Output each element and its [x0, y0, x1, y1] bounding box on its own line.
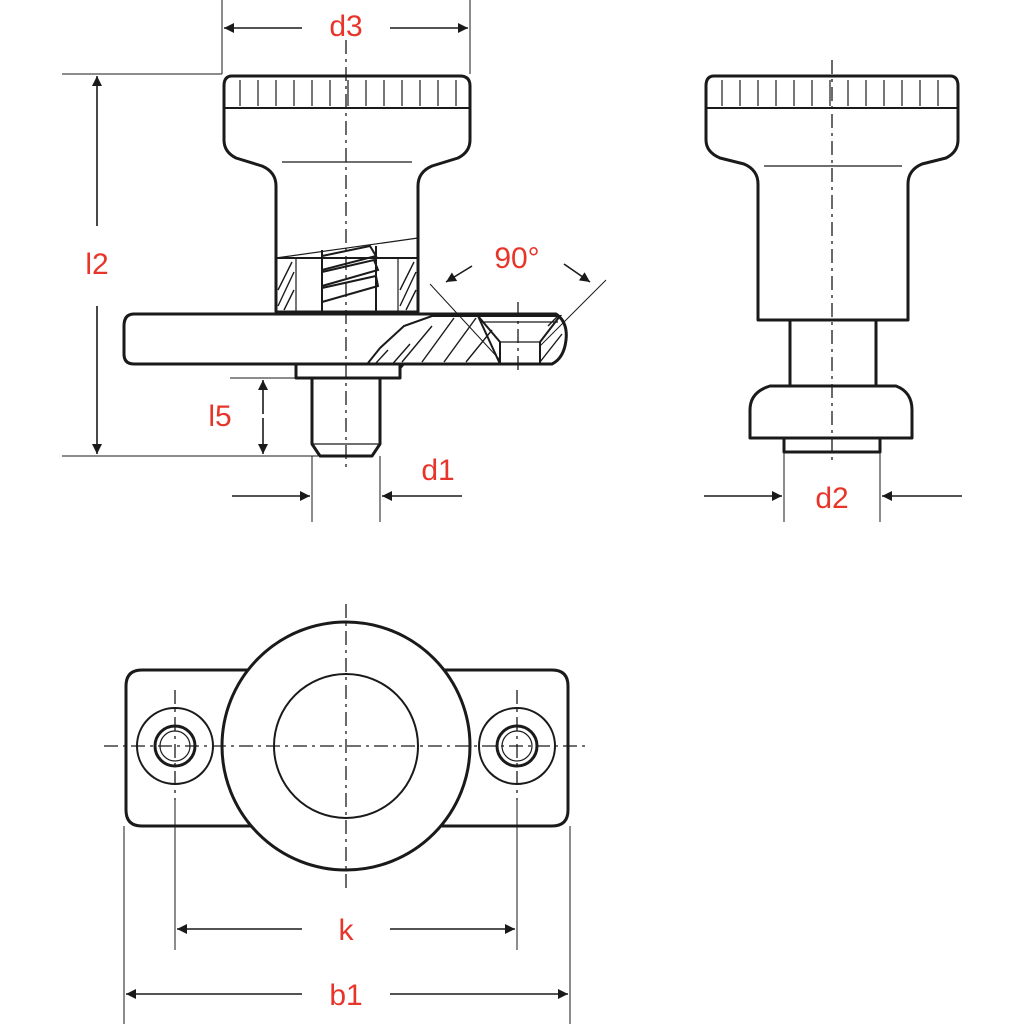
- label-l2: l2: [85, 248, 108, 281]
- side-knurl: [721, 80, 939, 106]
- label-k: k: [339, 914, 355, 947]
- label-d2: d2: [815, 482, 848, 515]
- label-l5: l5: [208, 400, 231, 433]
- front-knob: [222, 74, 472, 314]
- sleeve-hatch: [277, 261, 417, 311]
- thread: [321, 244, 380, 312]
- label-b1: b1: [329, 979, 362, 1012]
- label-d1: d1: [421, 454, 454, 487]
- top-view: [104, 604, 590, 890]
- label-angle: 90°: [494, 242, 539, 275]
- front-knurl: [239, 80, 457, 106]
- side-neck: [788, 318, 878, 388]
- dimension-lines: [62, 0, 962, 1024]
- side-view: [704, 60, 960, 460]
- dimension-labels: d3 l2 90° l5 d1 d2 k b1: [85, 10, 848, 1012]
- side-base: [748, 384, 914, 440]
- front-view: [122, 40, 568, 470]
- label-d3: d3: [329, 10, 362, 43]
